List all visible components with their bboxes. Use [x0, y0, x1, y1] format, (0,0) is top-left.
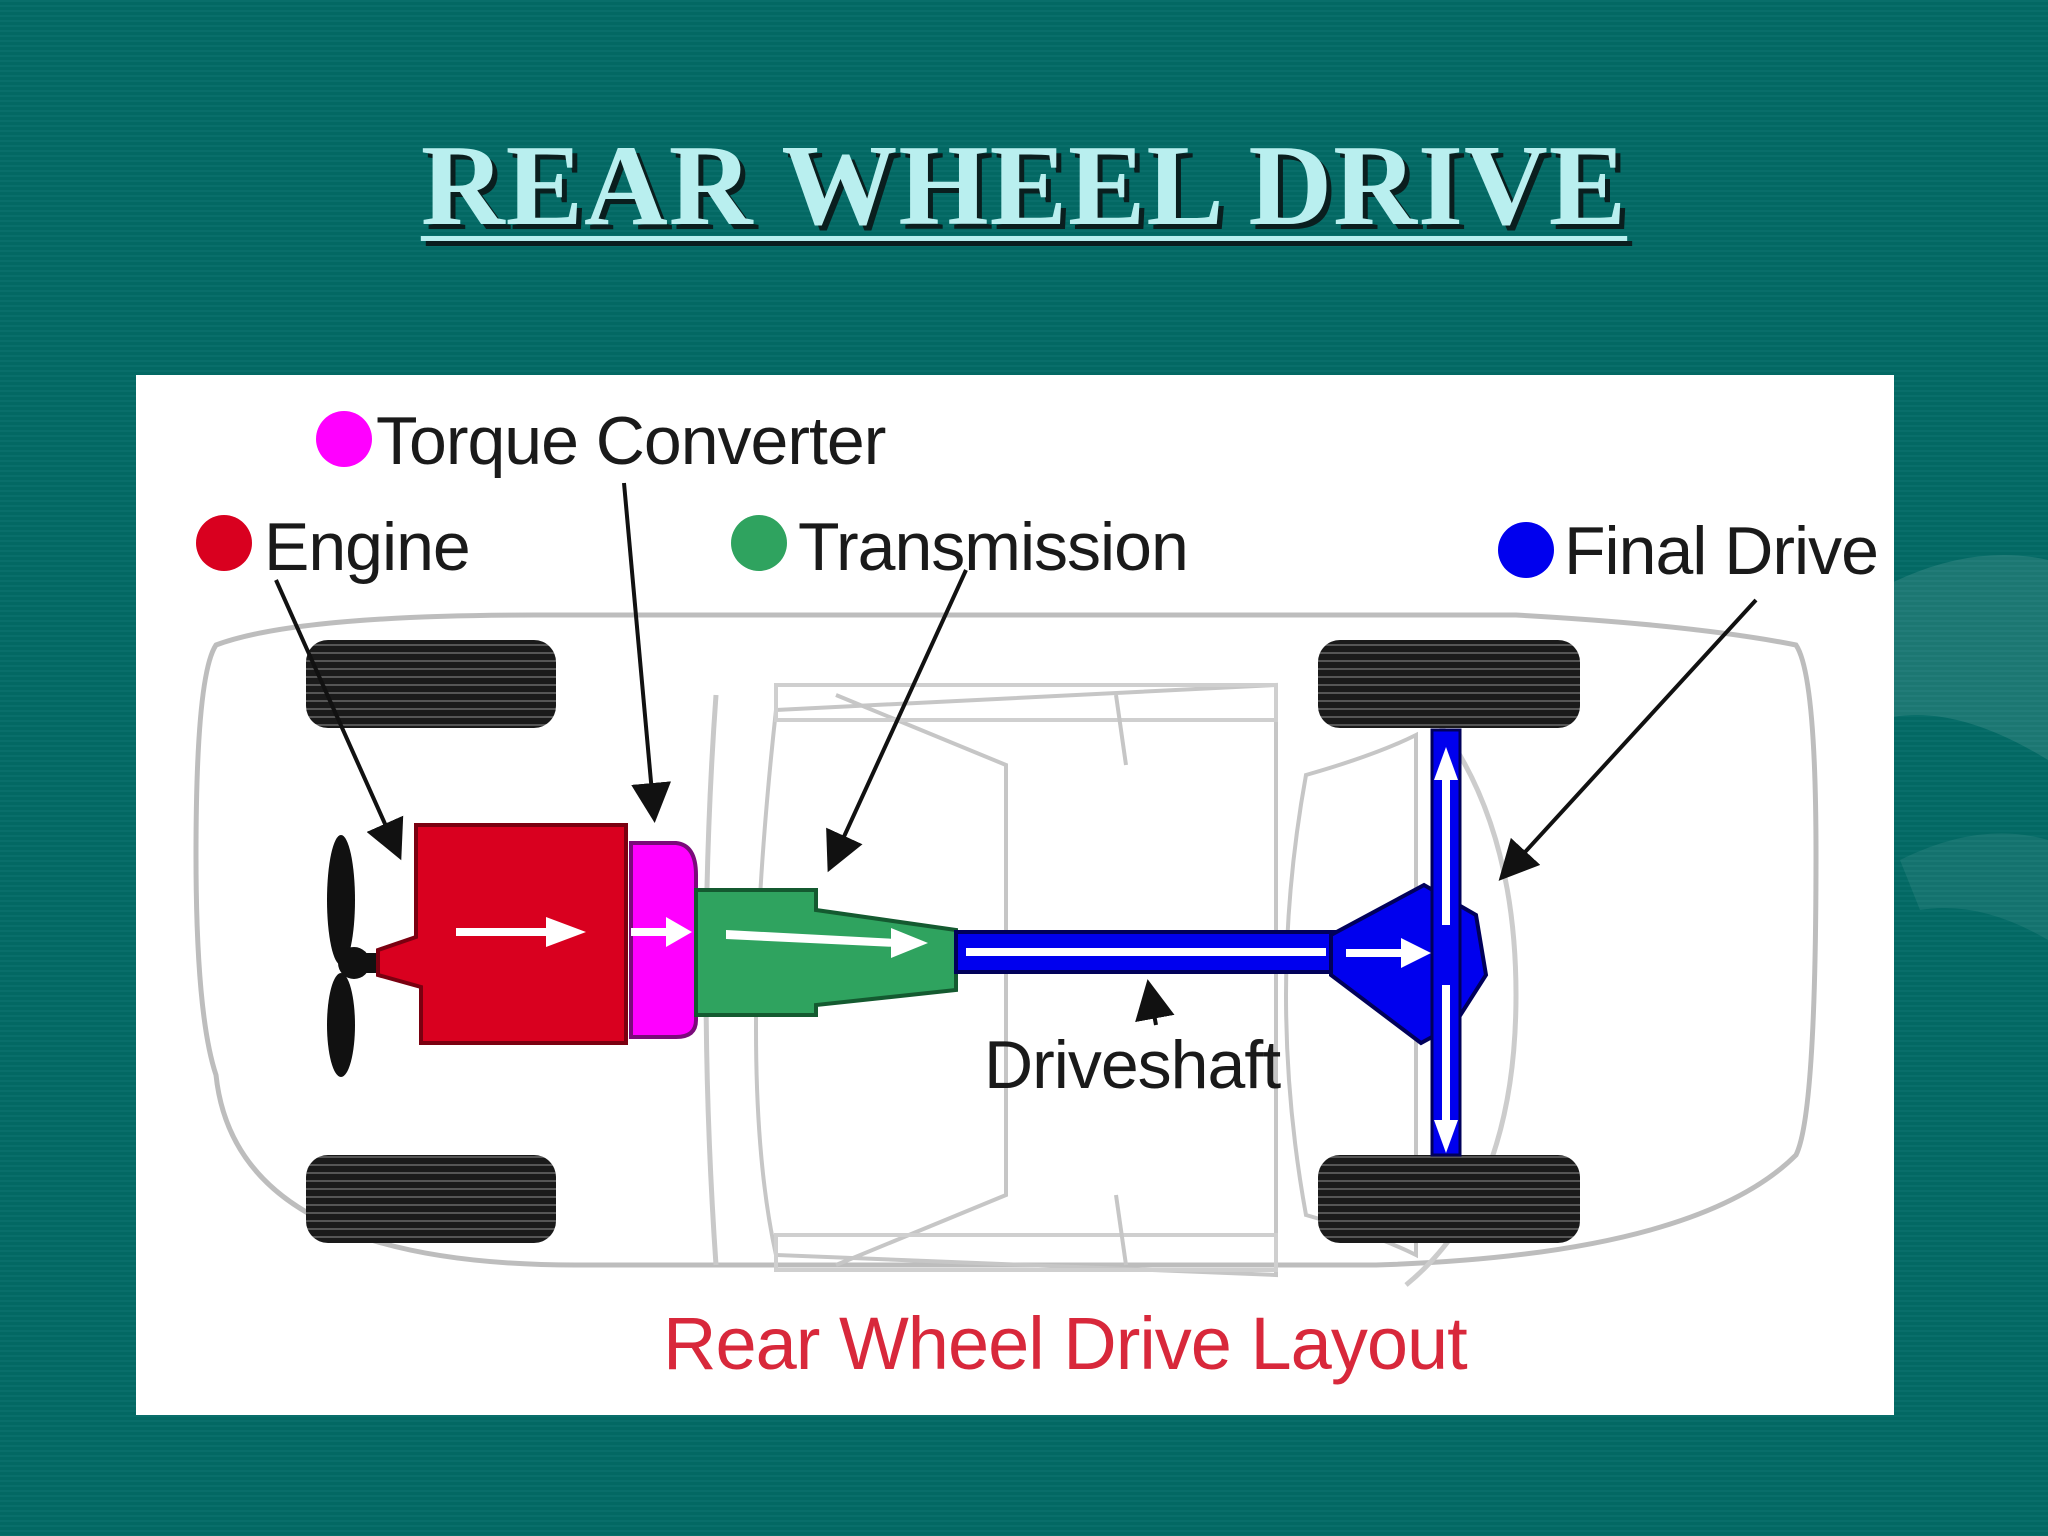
leader-arrows: [274, 482, 1758, 1026]
rear-left-wheel: [1318, 640, 1580, 728]
engine-legend-dot: [196, 515, 252, 571]
final-drive-label: Final Drive: [1564, 513, 1879, 589]
torque-converter-label: Torque Converter: [376, 403, 886, 479]
transmission-label: Transmission: [798, 509, 1189, 585]
roof-trim-top: [774, 683, 1278, 722]
rear-right-wheel: [1318, 1155, 1580, 1243]
diagram-caption: Rear Wheel Drive Layout: [663, 1302, 1468, 1385]
car-body-outline: [193, 612, 1819, 1268]
torque-converter-legend-dot: [316, 411, 372, 467]
rwd-layout-diagram: [193, 411, 1819, 1287]
engine-label: Engine: [264, 509, 471, 585]
torque-converter-housing: [629, 841, 698, 1039]
rear-window: [1284, 731, 1418, 1259]
transmission-housing: [694, 888, 958, 1017]
front-left-wheel: [306, 640, 556, 728]
cabin-outline: [754, 682, 1278, 1278]
final-drive-legend-dot: [1498, 522, 1554, 578]
diagram-panel: Torque Converter Engine Transmission Fin…: [136, 375, 1894, 1415]
power-flow-arrows: [456, 747, 1458, 1153]
cooling-fan: [327, 835, 392, 1077]
front-right-wheel: [306, 1155, 556, 1243]
pillar-line-top: [1114, 694, 1128, 766]
roof-front: [835, 693, 1008, 1267]
slide-title: REAR WHEEL DRIVE: [420, 122, 1628, 250]
roof-trim-bottom: [774, 1233, 1278, 1272]
driveshaft-label: Driveshaft: [984, 1027, 1281, 1103]
pillar-line-bottom: [1114, 1194, 1128, 1266]
transmission-legend-dot: [731, 515, 787, 571]
